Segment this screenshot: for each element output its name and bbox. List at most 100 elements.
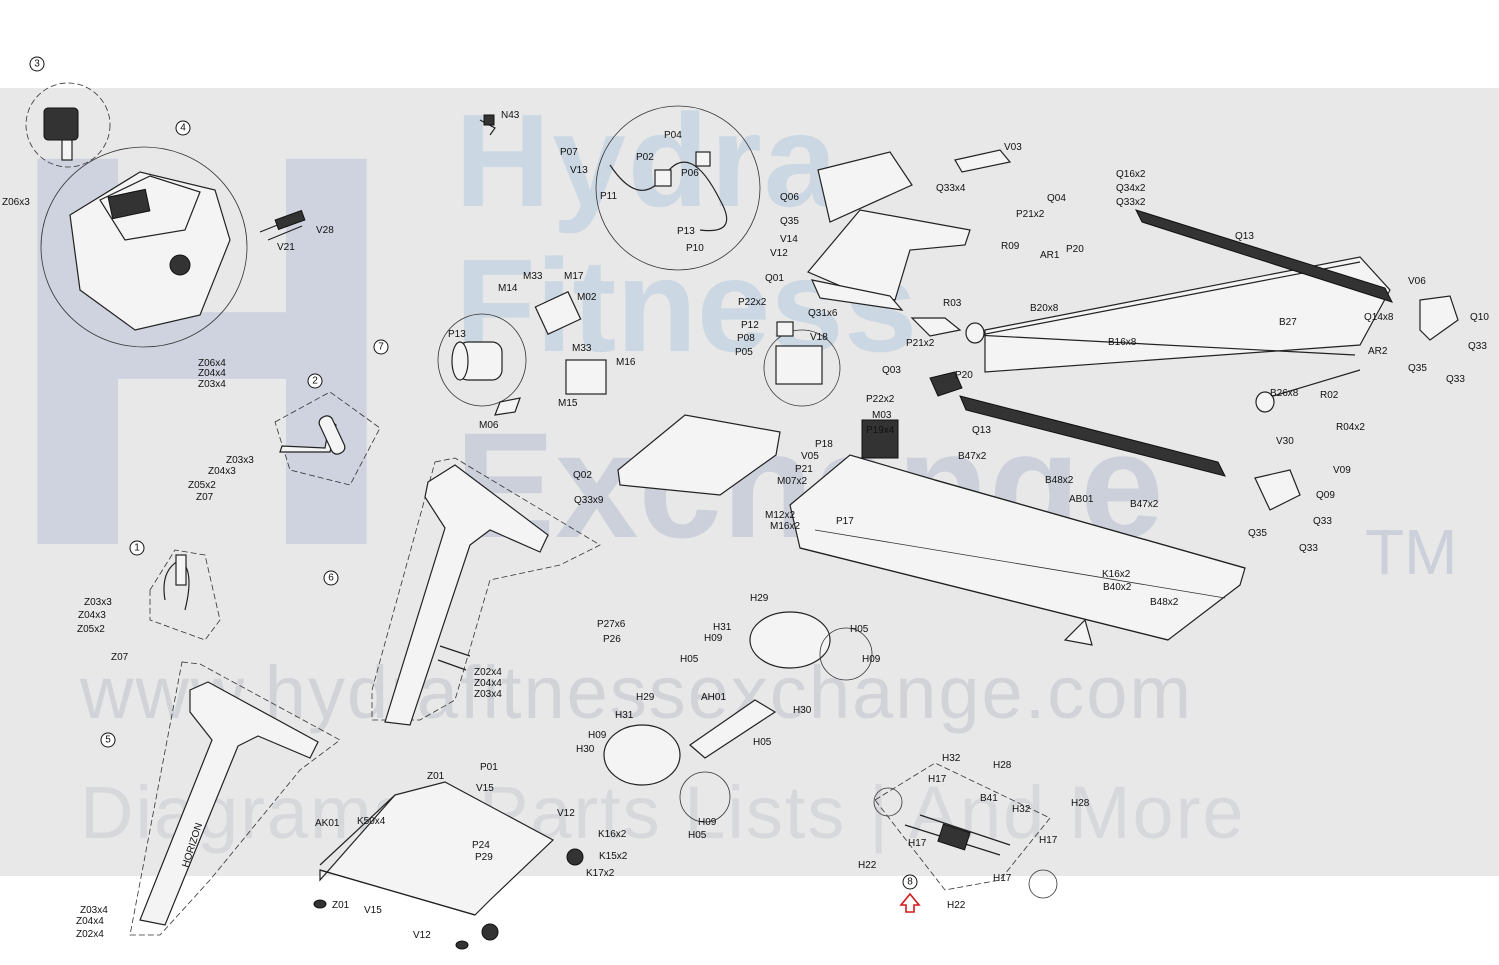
part-label: P21 [795,464,813,475]
part-label: V14 [780,234,798,245]
part-label: Q33 [1468,341,1487,352]
part-label: B26x8 [1270,388,1299,399]
part-label: H17 [993,873,1012,884]
part-label: H22 [947,900,966,911]
part-label: Q01 [765,273,784,284]
main-frame [617,414,1246,646]
watermark-tagline: Diagrams | Parts Lists | And More [80,771,1246,854]
part-label: M06 [479,420,499,431]
part-label: R02 [1320,390,1339,401]
part-label: H29 [750,593,769,604]
part-label: H09 [698,817,717,828]
part-label: Z03x4 [80,905,108,916]
part-label: Z03x3 [226,455,254,466]
callout-number: 1 [134,543,140,554]
part-label: Q33x4 [936,183,966,194]
part-label: M17 [564,271,584,282]
watermark-brand-line-1: Hydra [455,87,840,234]
watermark-logo-letter: H [0,37,405,663]
part-label: V12 [413,930,431,941]
part-label: H05 [688,830,707,841]
part-label: P22x2 [866,394,895,405]
part-label: Q14x8 [1364,312,1394,323]
electronics [763,321,841,407]
handlebars [149,391,381,641]
part-label: H09 [588,730,607,741]
part-label: P10 [686,243,704,254]
part-label: P11 [600,191,617,202]
part-label: Q04 [1047,193,1066,204]
highlight-arrow-icon [899,892,921,913]
part-label: Z02x4 [474,667,502,678]
callout-circle [902,874,918,890]
part-label: V18 [810,332,828,343]
part-label: AH01 [701,692,726,703]
part-label: Z01 [332,900,350,911]
part-label: B41 [980,793,998,804]
part-label: P12 [741,320,759,331]
part-label: K15x2 [599,851,628,862]
part-label: Q09 [1316,490,1335,501]
part-label: P17 [836,516,854,527]
part-label: M16x2 [770,521,800,532]
part-label: M15 [558,398,578,409]
part-label: AR1 [1040,250,1060,261]
part-label: H17 [908,838,927,849]
part-label: H31 [713,622,732,633]
part-label: Z04x4 [474,678,502,689]
part-label: M07x2 [777,476,807,487]
callout-number: 7 [378,342,384,353]
part-label: V13 [570,165,588,176]
part-label: H05 [850,624,869,635]
part-label: P24 [472,840,490,851]
part-label: H29 [636,692,655,703]
part-label: V05 [801,451,819,462]
part-label: Z04x4 [76,916,104,927]
console-assembly [25,82,306,348]
part-label: Q35 [780,216,799,227]
part-label: M33 [572,343,592,354]
callout-number: 8 [907,877,913,888]
part-label: H31 [615,710,634,721]
part-label: Q31x6 [808,308,838,319]
callout-circle [175,120,191,136]
part-label: V09 [1333,465,1351,476]
lift-assembly-8 [873,762,1058,913]
part-label: P19x4 [866,425,895,436]
part-label: K17x2 [586,868,615,879]
part-label: H05 [753,737,772,748]
part-label: Q33x2 [1116,197,1146,208]
callout-circle [323,570,339,586]
part-label: Q13 [1235,231,1254,242]
part-label: P07 [560,147,578,158]
part-label: Q35 [1408,363,1427,374]
part-label: M33 [523,271,543,282]
part-label: B47x2 [1130,499,1159,510]
part-label: Q13 [972,425,991,436]
part-label: P04 [664,130,682,141]
part-label: P20 [1066,244,1084,255]
part-label: H28 [1071,798,1090,809]
part-label: N43 [501,110,520,121]
part-label: M02 [577,292,597,303]
callout-number: 5 [105,735,111,746]
part-label: B16x8 [1108,337,1137,348]
part-label: M12x2 [765,510,795,521]
callout-circle [307,373,323,389]
part-label: V28 [316,225,334,236]
callout-circle [100,732,116,748]
part-label: Z02x4 [76,929,104,940]
part-label: H09 [862,654,881,665]
part-label: Z06x4 [198,358,226,369]
part-label: Q10 [1470,312,1489,323]
part-label: Q34x2 [1116,183,1146,194]
part-label: Z03x4 [474,689,502,700]
part-label: H30 [793,705,812,716]
part-label: H17 [928,774,947,785]
part-label: Z07 [196,492,214,503]
part-label: V06 [1408,276,1426,287]
base-frame [313,781,584,950]
